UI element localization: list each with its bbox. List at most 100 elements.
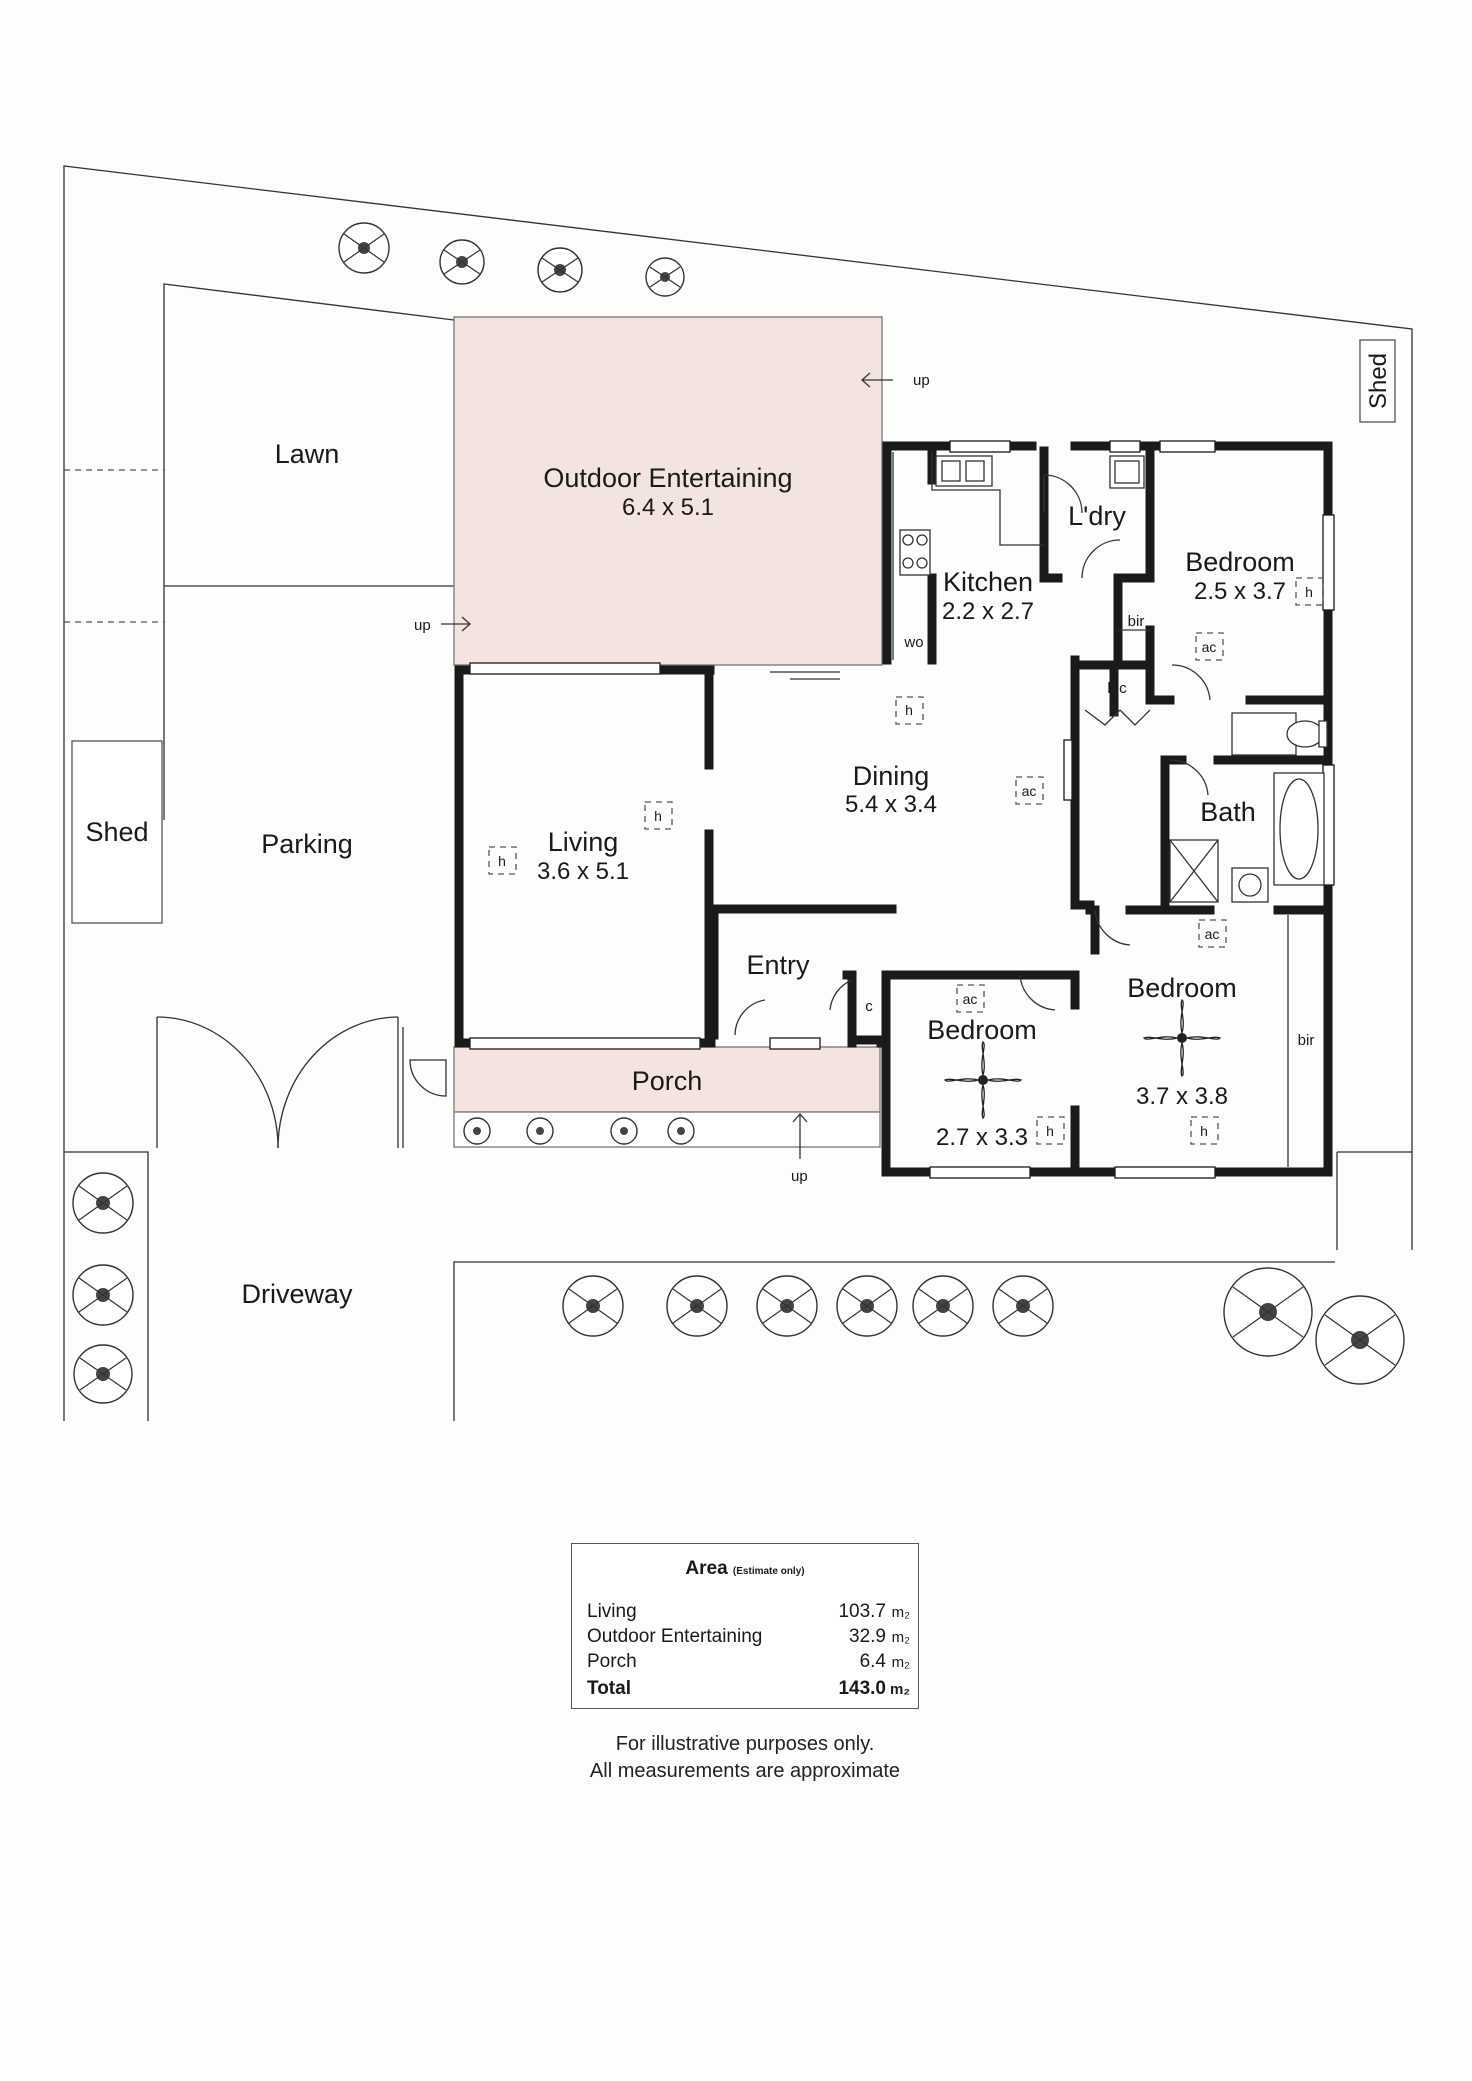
tree-icon: [72, 1172, 134, 1234]
tree-icon: [756, 1275, 818, 1337]
ac-marker: ac: [963, 991, 978, 1007]
ceiling-fan-icon: [1143, 999, 1221, 1077]
tree-icon: [338, 222, 390, 274]
yard-lines: [163, 283, 468, 1148]
area-row-label: Outdoor Entertaining: [587, 1626, 763, 1647]
property-boundary: [63, 165, 1413, 1421]
tree-icon: [1315, 1295, 1405, 1385]
tree-icon: [537, 247, 583, 293]
shed-left-label: Shed: [85, 817, 148, 847]
up-label: up: [791, 1168, 808, 1185]
outdoor-entertaining-label: Outdoor Entertaining: [543, 463, 792, 493]
area-row-value: 6.4: [859, 1651, 886, 1672]
parking-label: Parking: [261, 829, 353, 859]
disclaimer-line-2: All measurements are approximate: [589, 1760, 901, 1782]
area-summary-box: Area (Estimate only) Living 103.7 m₂ Out…: [571, 1543, 919, 1709]
tree-icon: [526, 1117, 554, 1145]
living-dim: 3.6 x 5.1: [537, 858, 629, 885]
tree-icon: [836, 1275, 898, 1337]
tree-icon: [992, 1275, 1054, 1337]
area-row-label: Porch: [587, 1651, 637, 1672]
h-marker: h: [1046, 1123, 1054, 1139]
living-label: Living: [548, 827, 619, 857]
up-arrow-icon: [441, 616, 471, 632]
up-label: up: [414, 617, 431, 634]
h-marker: h: [1200, 1123, 1208, 1139]
windows: [469, 440, 1335, 1179]
tree-icon: [562, 1275, 624, 1337]
tree-icon: [72, 1264, 134, 1326]
kitchen-label: Kitchen: [943, 567, 1033, 597]
area-total-label: Total: [587, 1678, 631, 1699]
tree-icon: [610, 1117, 638, 1145]
dining-dim: 5.4 x 3.4: [845, 791, 937, 818]
bedroom-mid-label: Bedroom: [927, 1015, 1037, 1045]
area-row-outdoor: Outdoor Entertaining 32.9 m₂: [587, 1626, 910, 1650]
shed-right: [1359, 339, 1396, 423]
area-title-text: Area: [685, 1558, 728, 1579]
driveway-label: Driveway: [241, 1279, 353, 1309]
bedroom-mid-dim: 2.7 x 3.3: [936, 1124, 1028, 1151]
closet-label: c: [865, 998, 873, 1015]
tree-icon: [912, 1275, 974, 1337]
area-title: Area (Estimate only): [572, 1558, 918, 1580]
area-unit: m₂: [891, 1629, 910, 1646]
ac-marker: ac: [1202, 639, 1217, 655]
ceiling-fan-icon: [944, 1041, 1022, 1119]
disclaimer: For illustrative purposes only. All meas…: [440, 1731, 1050, 1785]
tree-icon: [645, 257, 685, 297]
area-total-value: 143.0: [838, 1678, 886, 1699]
porch-step: [453, 1111, 881, 1148]
wall-oven-label: wo: [903, 634, 923, 651]
area-row-porch: Porch 6.4 m₂: [587, 1651, 910, 1675]
kitchen-dim: 2.2 x 2.7: [942, 598, 1034, 625]
h-marker: h: [498, 853, 506, 869]
tree-icon: [666, 1275, 728, 1337]
porch-label: Porch: [632, 1066, 703, 1096]
shed-right-label: Shed: [1365, 353, 1392, 409]
area-row-total: Total 143.0 m₂: [587, 1678, 910, 1702]
area-unit: m₂: [891, 1604, 910, 1621]
ac-marker: ac: [1022, 783, 1037, 799]
shed-left: [71, 740, 163, 924]
laundry-label: L'dry: [1068, 501, 1126, 531]
area-row-living: Living 103.7 m₂: [587, 1601, 910, 1625]
area-row-label: Living: [587, 1601, 637, 1622]
h-marker: h: [1305, 584, 1313, 600]
disclaimer-line-1: For illustrative purposes only.: [615, 1733, 875, 1755]
outdoor-entertaining-area: [453, 316, 883, 666]
area-subtitle: (Estimate only): [732, 1566, 805, 1577]
area-row-value: 32.9: [849, 1626, 886, 1647]
area-unit: m₂: [891, 1654, 910, 1671]
bedroom-se-dim: 3.7 x 3.8: [1136, 1083, 1228, 1110]
bedroom-ne-dim: 2.5 x 3.7: [1194, 578, 1286, 605]
up-label: up: [913, 372, 930, 389]
bir-label: bir: [1128, 613, 1145, 630]
bic-label: bic: [1107, 680, 1127, 697]
interior-walls: [704, 446, 1333, 1177]
bath-label: Bath: [1200, 797, 1256, 827]
h-marker: h: [905, 702, 913, 718]
tree-icon: [667, 1117, 695, 1145]
up-arrow-icon: [792, 1113, 808, 1159]
tree-icon: [463, 1117, 491, 1145]
bir-label: bir: [1298, 1032, 1315, 1049]
bedroom-se-label: Bedroom: [1127, 973, 1237, 1003]
tree-icon: [439, 239, 485, 285]
area-unit: m₂: [889, 1681, 910, 1698]
h-marker: h: [654, 808, 662, 824]
kitchen-fittings: [892, 452, 1145, 660]
appliance-marker-boxes: [488, 577, 1324, 1145]
entry-label: Entry: [746, 950, 810, 980]
area-row-value: 103.7: [838, 1601, 886, 1622]
ac-marker: ac: [1205, 926, 1220, 942]
up-arrow-icon: [861, 372, 893, 388]
doors: [734, 474, 1211, 1036]
parking-gates: [156, 1016, 447, 1149]
bath-fittings: [1169, 712, 1328, 903]
outdoor-entertaining-dim: 6.4 x 5.1: [622, 494, 714, 521]
bedroom-ne-label: Bedroom: [1185, 547, 1295, 577]
dining-label: Dining: [853, 761, 930, 791]
tree-icon: [73, 1344, 133, 1404]
